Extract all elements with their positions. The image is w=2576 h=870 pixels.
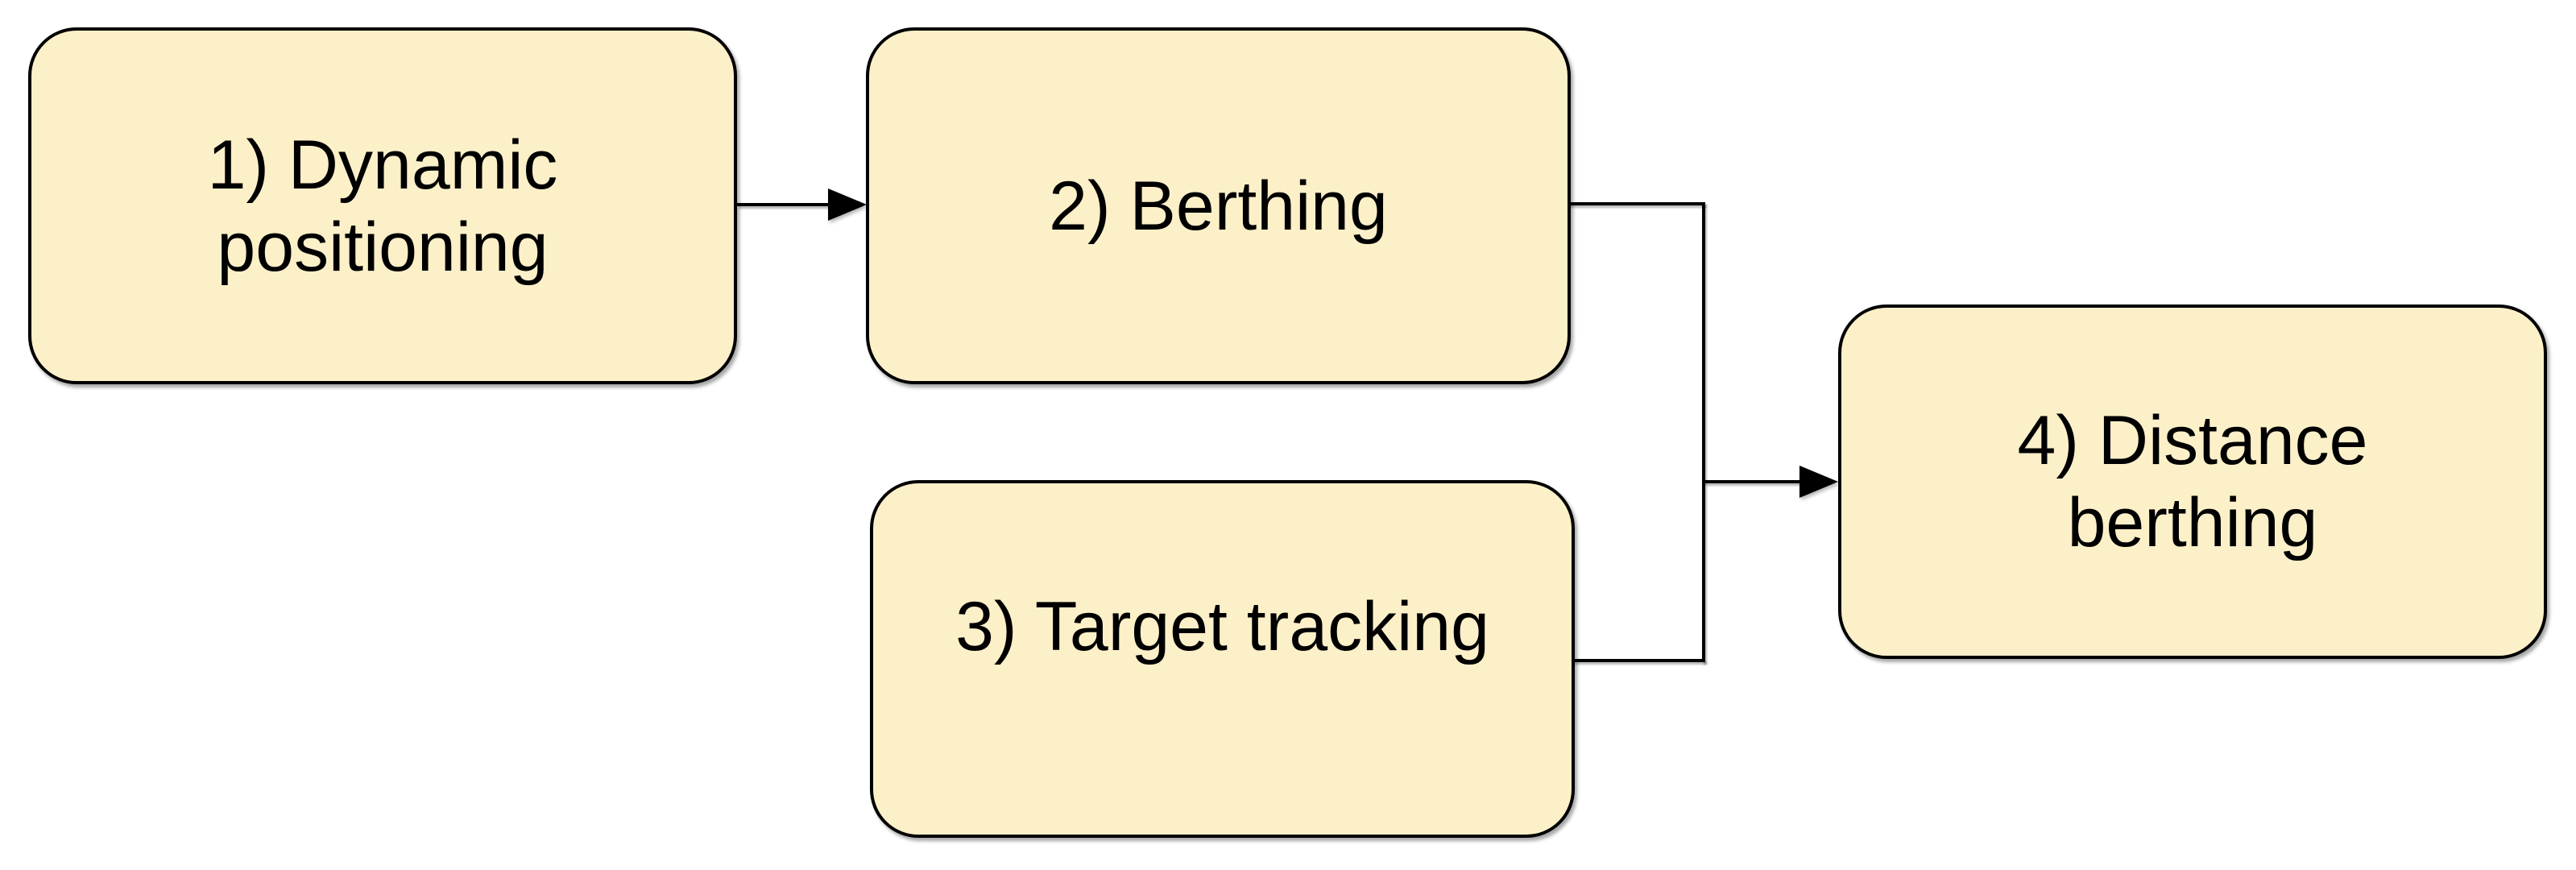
node-label: 3) Target tracking — [955, 588, 1489, 665]
edge-2-to-junction-line — [1568, 202, 1705, 205]
edge-1-to-2-line — [737, 203, 830, 206]
node-berthing: 2) Berthing — [866, 27, 1571, 384]
node-dynamic-positioning: 1) Dynamic positioning — [28, 27, 737, 384]
node-label: 4) Distance berthing — [2017, 402, 2368, 561]
node-label: 2) Berthing — [1049, 167, 1388, 245]
edge-junction-to-4-line — [1704, 480, 1802, 483]
edge-merge-vertical-line — [1702, 202, 1705, 662]
node-distance-berthing: 4) Distance berthing — [1838, 304, 2547, 659]
node-label: 1) Dynamic positioning — [207, 126, 558, 286]
arrowhead-icon — [1799, 466, 1838, 498]
node-target-tracking: 3) Target tracking — [870, 480, 1575, 838]
edge-3-to-junction-line — [1573, 659, 1705, 662]
arrowhead-icon — [828, 188, 867, 221]
